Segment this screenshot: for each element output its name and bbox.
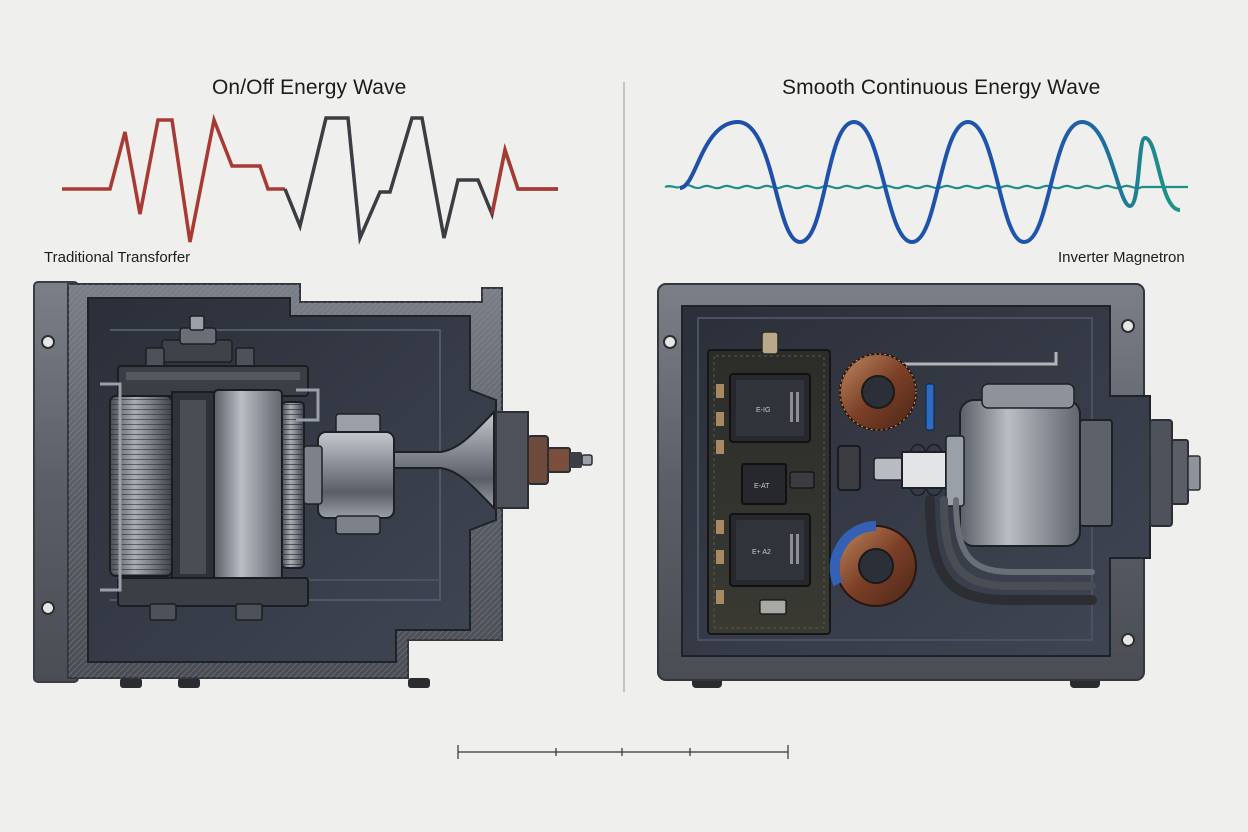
continuous-wave: [664, 119, 1188, 245]
right-wave-title: Smooth Continuous Energy Wave: [782, 76, 1101, 99]
on-off-wave-dark-segment: [283, 116, 558, 245]
chip-label-bottom: E+ A2: [752, 549, 771, 556]
right-device-label: Inverter Magnetron: [1058, 249, 1185, 266]
chip-label-top: E-IG: [756, 407, 770, 414]
continuous-wave-sine: [679, 119, 1181, 245]
on-off-wave: [62, 113, 558, 245]
continuous-wave-baseline: [664, 183, 1188, 190]
on-off-wave-red-segment: [62, 113, 285, 243]
scale-bar: [457, 745, 789, 759]
left-device-label: Traditional Transforfer: [44, 249, 191, 266]
chip-label-middle: E-AT: [754, 483, 770, 490]
on-off-wave-red-tail: [490, 143, 558, 215]
left-wave-title: On/Off Energy Wave: [212, 76, 407, 99]
inverter-circuit-cutaway-icon: [657, 283, 1201, 688]
transformer-cutaway-icon: [33, 281, 593, 688]
